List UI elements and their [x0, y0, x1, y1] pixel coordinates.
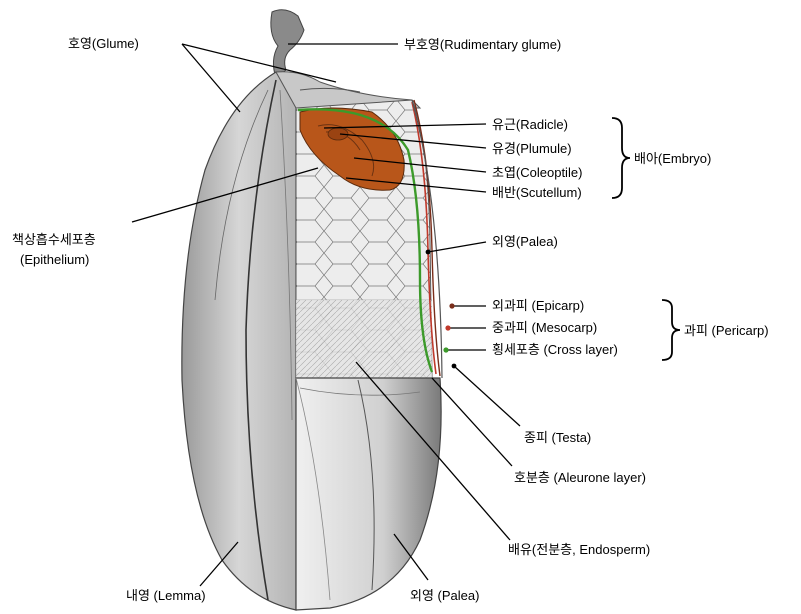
- label-palea-top: 외영(Palea): [492, 234, 558, 249]
- label-testa: 종피 (Testa): [524, 430, 591, 445]
- label-embryo: 배아(Embryo): [634, 151, 711, 166]
- label-lemma: 내영 (Lemma): [126, 588, 206, 603]
- label-rudimentary-glume: 부호영(Rudimentary glume): [404, 37, 561, 52]
- palea-lower-shape: [296, 378, 441, 610]
- label-mesocarp: 중과피 (Mesocarp): [492, 320, 597, 335]
- embryo-brace: [612, 118, 630, 198]
- label-glume: 호영(Glume): [68, 36, 139, 51]
- label-epicarp: 외과피 (Epicarp): [492, 298, 584, 313]
- label-epithelium-en: (Epithelium): [20, 252, 89, 267]
- pericarp-brace: [662, 300, 680, 360]
- label-aleurone: 호분층 (Aleurone layer): [514, 470, 646, 485]
- label-plumule: 유경(Plumule): [492, 141, 572, 156]
- lemma-hull-shape: [182, 72, 296, 610]
- label-radicle: 유근(Radicle): [492, 117, 568, 132]
- label-epithelium-ko: 책상흡수세포층: [12, 232, 96, 247]
- label-cross-layer: 횡세포층 (Cross layer): [492, 342, 618, 357]
- grain-illustration: [182, 10, 442, 610]
- label-coleoptile: 초엽(Coleoptile): [492, 165, 582, 180]
- label-endosperm: 배유(전분층, Endosperm): [508, 542, 650, 557]
- label-pericarp: 과피 (Pericarp): [684, 323, 769, 338]
- label-scutellum: 배반(Scutellum): [492, 185, 582, 200]
- label-palea-bottom: 외영 (Palea): [410, 588, 479, 603]
